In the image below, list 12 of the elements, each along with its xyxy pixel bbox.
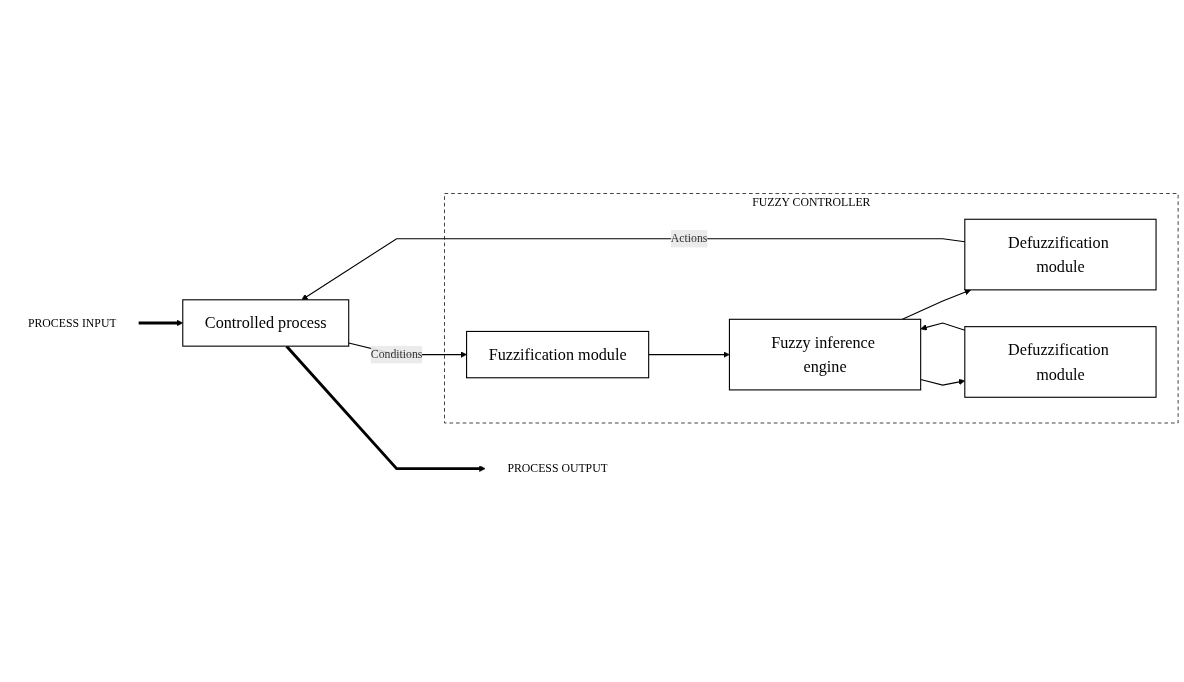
edge-label: Conditions bbox=[370, 347, 423, 361]
node-text: PROCESS OUTPUT bbox=[507, 462, 608, 475]
node-box: Defuzzification module bbox=[964, 218, 1157, 291]
arrow bbox=[901, 289, 972, 320]
arrow bbox=[285, 345, 486, 472]
node-box: Defuzzification module bbox=[964, 326, 1157, 398]
node-text: PROCESS INPUT bbox=[27, 316, 117, 329]
arrow bbox=[648, 351, 730, 358]
node-box: Fuzzy inference engine bbox=[728, 318, 922, 391]
edge-label: Actions bbox=[670, 232, 708, 245]
node-box: Fuzzification module bbox=[466, 330, 650, 379]
node-box: Controlled process bbox=[182, 299, 350, 347]
